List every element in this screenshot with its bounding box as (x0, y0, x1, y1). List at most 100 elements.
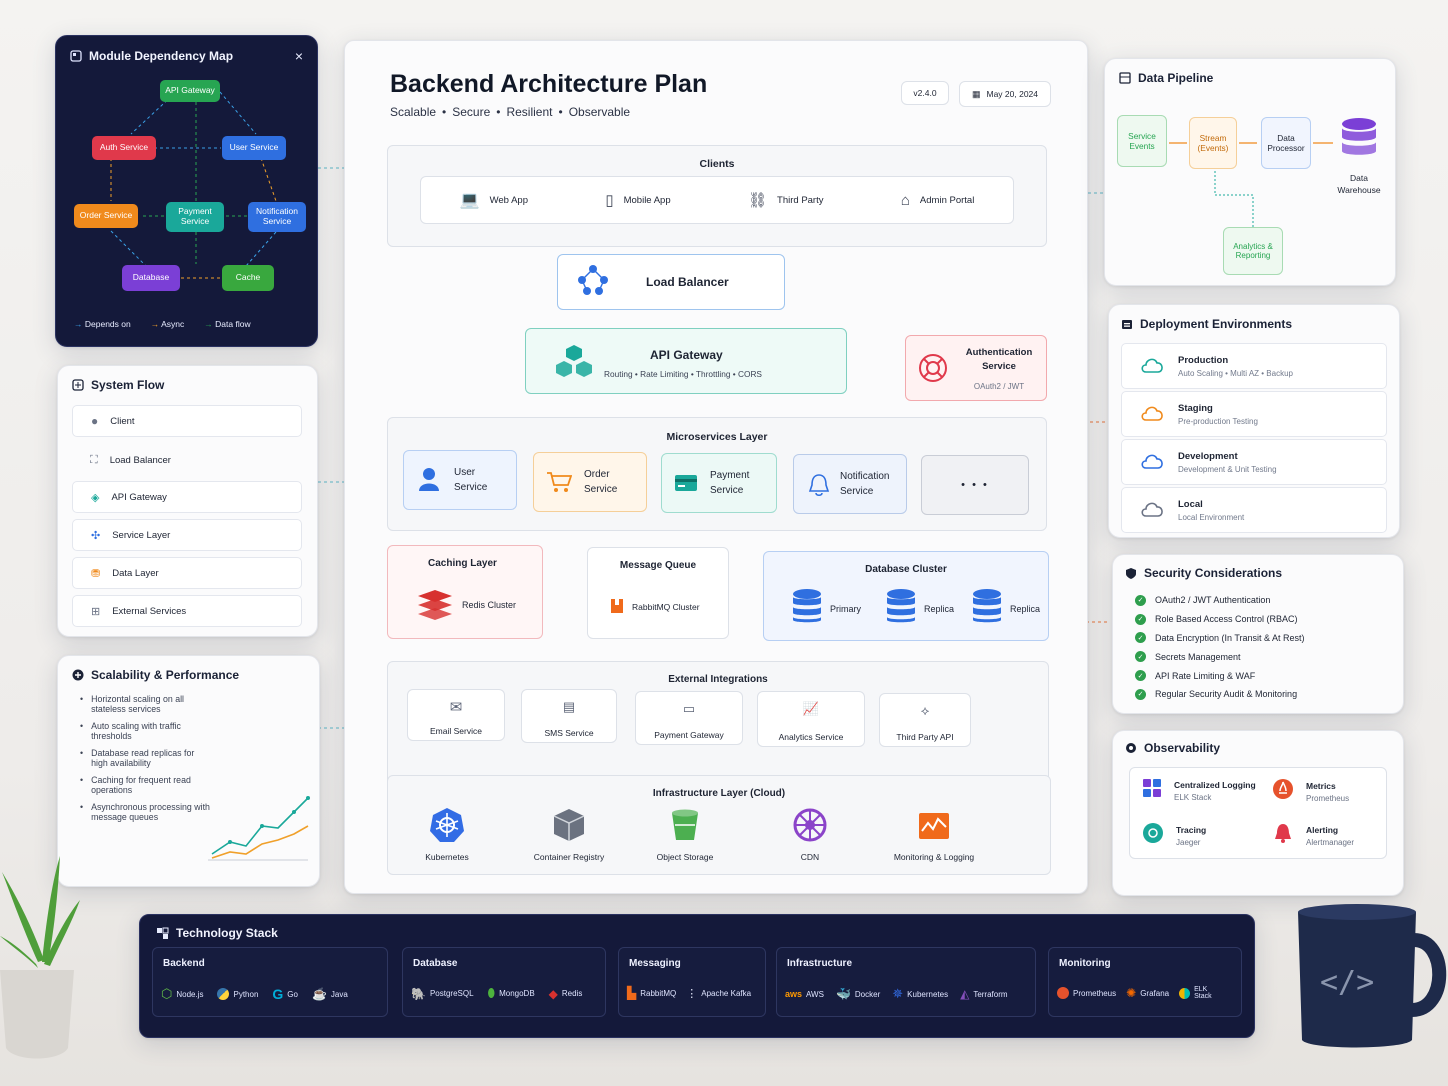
flow-item-load-balancer[interactable]: ⛶Load Balancer (72, 444, 302, 476)
version-badge: v2.4.0 (901, 81, 949, 105)
service-user[interactable]: User Service (403, 450, 517, 510)
service-label: Order Service (584, 469, 618, 495)
message-queue-box[interactable]: Message Queue RabbitMQ Cluster (587, 547, 729, 639)
tech-python[interactable]: Python (217, 988, 258, 1000)
tech-grafana[interactable]: ✺Grafana (1126, 986, 1169, 1000)
tech-mongodb[interactable]: ⬮MongoDB (488, 986, 535, 1001)
tech-group-database: Database 🐘PostgreSQL ⬮MongoDB ◆Redis (402, 947, 606, 1017)
tech-java[interactable]: ☕Java (312, 987, 348, 1001)
db-replica-1[interactable]: Replica (886, 588, 954, 629)
legend-data-flow-label: Data flow (215, 319, 251, 329)
infra-title: Infrastructure Layer (Cloud) (652, 788, 786, 799)
client-label: Admin Portal (919, 194, 975, 206)
close-icon[interactable]: × (294, 48, 303, 64)
ext-email[interactable]: ✉ Email Service (407, 689, 505, 741)
tech-kubernetes[interactable]: ✵Kubernetes (892, 986, 948, 1002)
env-desc: Development & Unit Testing (1178, 464, 1277, 474)
infra-monitoring[interactable]: Monitoring & Logging (879, 807, 989, 862)
service-more[interactable]: • • • (921, 455, 1029, 515)
tech-label: Terraform (973, 989, 1008, 999)
client-mobile-app[interactable]: ▯Mobile App (605, 191, 670, 209)
lifebuoy-icon (918, 353, 948, 388)
ext-analytics[interactable]: 📈 Analytics Service (757, 691, 865, 747)
logging-icon (1142, 778, 1162, 803)
node-database[interactable]: Database (122, 265, 180, 291)
load-balancer-box[interactable]: Load Balancer (557, 254, 785, 310)
tech-group-title: Infrastructure (787, 958, 853, 969)
auth-service-box[interactable]: Authentication Service OAuth2 / JWT (905, 335, 1047, 401)
flow-item-service-layer[interactable]: ✣Service Layer (72, 519, 302, 551)
bullet-text: Asynchronous processing with message que… (91, 802, 210, 822)
tech-terraform[interactable]: ◭Terraform (960, 987, 1007, 1001)
database-icon (886, 588, 916, 629)
kubernetes-icon (430, 808, 464, 842)
bullet-text: Auto scaling with traffic thresholds (91, 721, 181, 741)
scalability-bullet: •Database read replicas for high availab… (80, 748, 210, 768)
tech-prometheus[interactable]: Prometheus (1057, 987, 1116, 1000)
pipeline-analytics[interactable]: Analytics & Reporting (1223, 227, 1283, 275)
scalability-bullet: •Caching for frequent read operations (80, 775, 210, 795)
db-replica-2[interactable]: Replica (972, 588, 1040, 629)
ext-payment-gateway[interactable]: ▭ Payment Gateway (635, 691, 743, 745)
caching-layer-box[interactable]: Caching Layer Redis Cluster (387, 545, 543, 639)
infra-container-registry[interactable]: Container Registry (521, 807, 617, 862)
queue-title: Message Queue (619, 560, 697, 571)
tech-label: PostgreSQL (429, 989, 474, 998)
node-payment-service[interactable]: Payment Service (166, 202, 224, 232)
node-api-gateway[interactable]: API Gateway (160, 80, 220, 102)
tech-group-title: Backend (163, 958, 205, 969)
client-third-party[interactable]: ⛓Third Party (748, 191, 824, 209)
infra-object-storage[interactable]: Object Storage (643, 807, 727, 862)
rabbitmq-label: RabbitMQ Cluster (632, 602, 700, 612)
node-notification-service[interactable]: Notification Service (248, 202, 306, 232)
service-payment[interactable]: Payment Service (661, 453, 777, 513)
db-primary[interactable]: Primary (792, 588, 861, 629)
client-admin-portal[interactable]: ⌂Admin Portal (901, 192, 974, 209)
tech-elk[interactable]: ELK Stack (1179, 986, 1216, 1001)
pipeline-service-events[interactable]: Service Events (1117, 115, 1167, 167)
flow-item-api-gateway[interactable]: ◈API Gateway (72, 481, 302, 513)
ext-third-party-api[interactable]: ⟡ Third Party API (879, 693, 971, 747)
tech-rabbitmq[interactable]: ▙RabbitMQ (627, 986, 676, 1000)
node-order-service[interactable]: Order Service (74, 204, 138, 228)
infra-cdn[interactable]: CDN (781, 807, 839, 862)
tech-postgresql[interactable]: 🐘PostgreSQL (411, 987, 474, 1001)
flow-item-data-layer[interactable]: ⛃Data Layer (72, 557, 302, 589)
infra-kubernetes[interactable]: Kubernetes (417, 807, 477, 862)
tech-docker[interactable]: 🐳Docker (836, 987, 880, 1001)
tech-group-title: Database (413, 958, 458, 969)
plus-circle-icon (72, 669, 84, 681)
tech-redis[interactable]: ◆Redis (549, 987, 583, 1001)
obs-name: Tracing (1176, 824, 1207, 835)
database-cluster-box[interactable]: Database Cluster Primary Replica Replica (763, 551, 1049, 641)
tech-stack-header: Technology Stack (156, 926, 278, 940)
pipeline-data-processor[interactable]: Data Processor (1261, 117, 1311, 169)
pipeline-stream[interactable]: Stream (Events) (1189, 117, 1237, 169)
check-icon: ✓ (1135, 632, 1146, 644)
pipeline-title: Data Pipeline (1138, 71, 1214, 85)
tech-kafka[interactable]: ⋮Apache Kafka (686, 987, 751, 1000)
node-auth-service[interactable]: Auth Service (92, 136, 156, 160)
flow-item-external-services[interactable]: ⊞External Services (72, 595, 302, 627)
service-notification[interactable]: Notification Service (793, 454, 907, 514)
bucket-icon (672, 809, 698, 840)
node-user-service[interactable]: User Service (222, 136, 286, 160)
tech-nodejs[interactable]: ⬡Node.js (161, 986, 203, 1002)
client-web-app[interactable]: 💻Web App (460, 190, 528, 210)
api-gateway-box[interactable]: API Gateway Routing • Rate Limiting • Th… (525, 328, 847, 394)
ext-sms[interactable]: ▤ SMS Service (521, 689, 617, 743)
node-cache[interactable]: Cache (222, 265, 274, 291)
clients-title: Clients (699, 158, 735, 170)
flow-item-client[interactable]: ●Client (72, 405, 302, 437)
service-order[interactable]: Order Service (533, 452, 647, 512)
